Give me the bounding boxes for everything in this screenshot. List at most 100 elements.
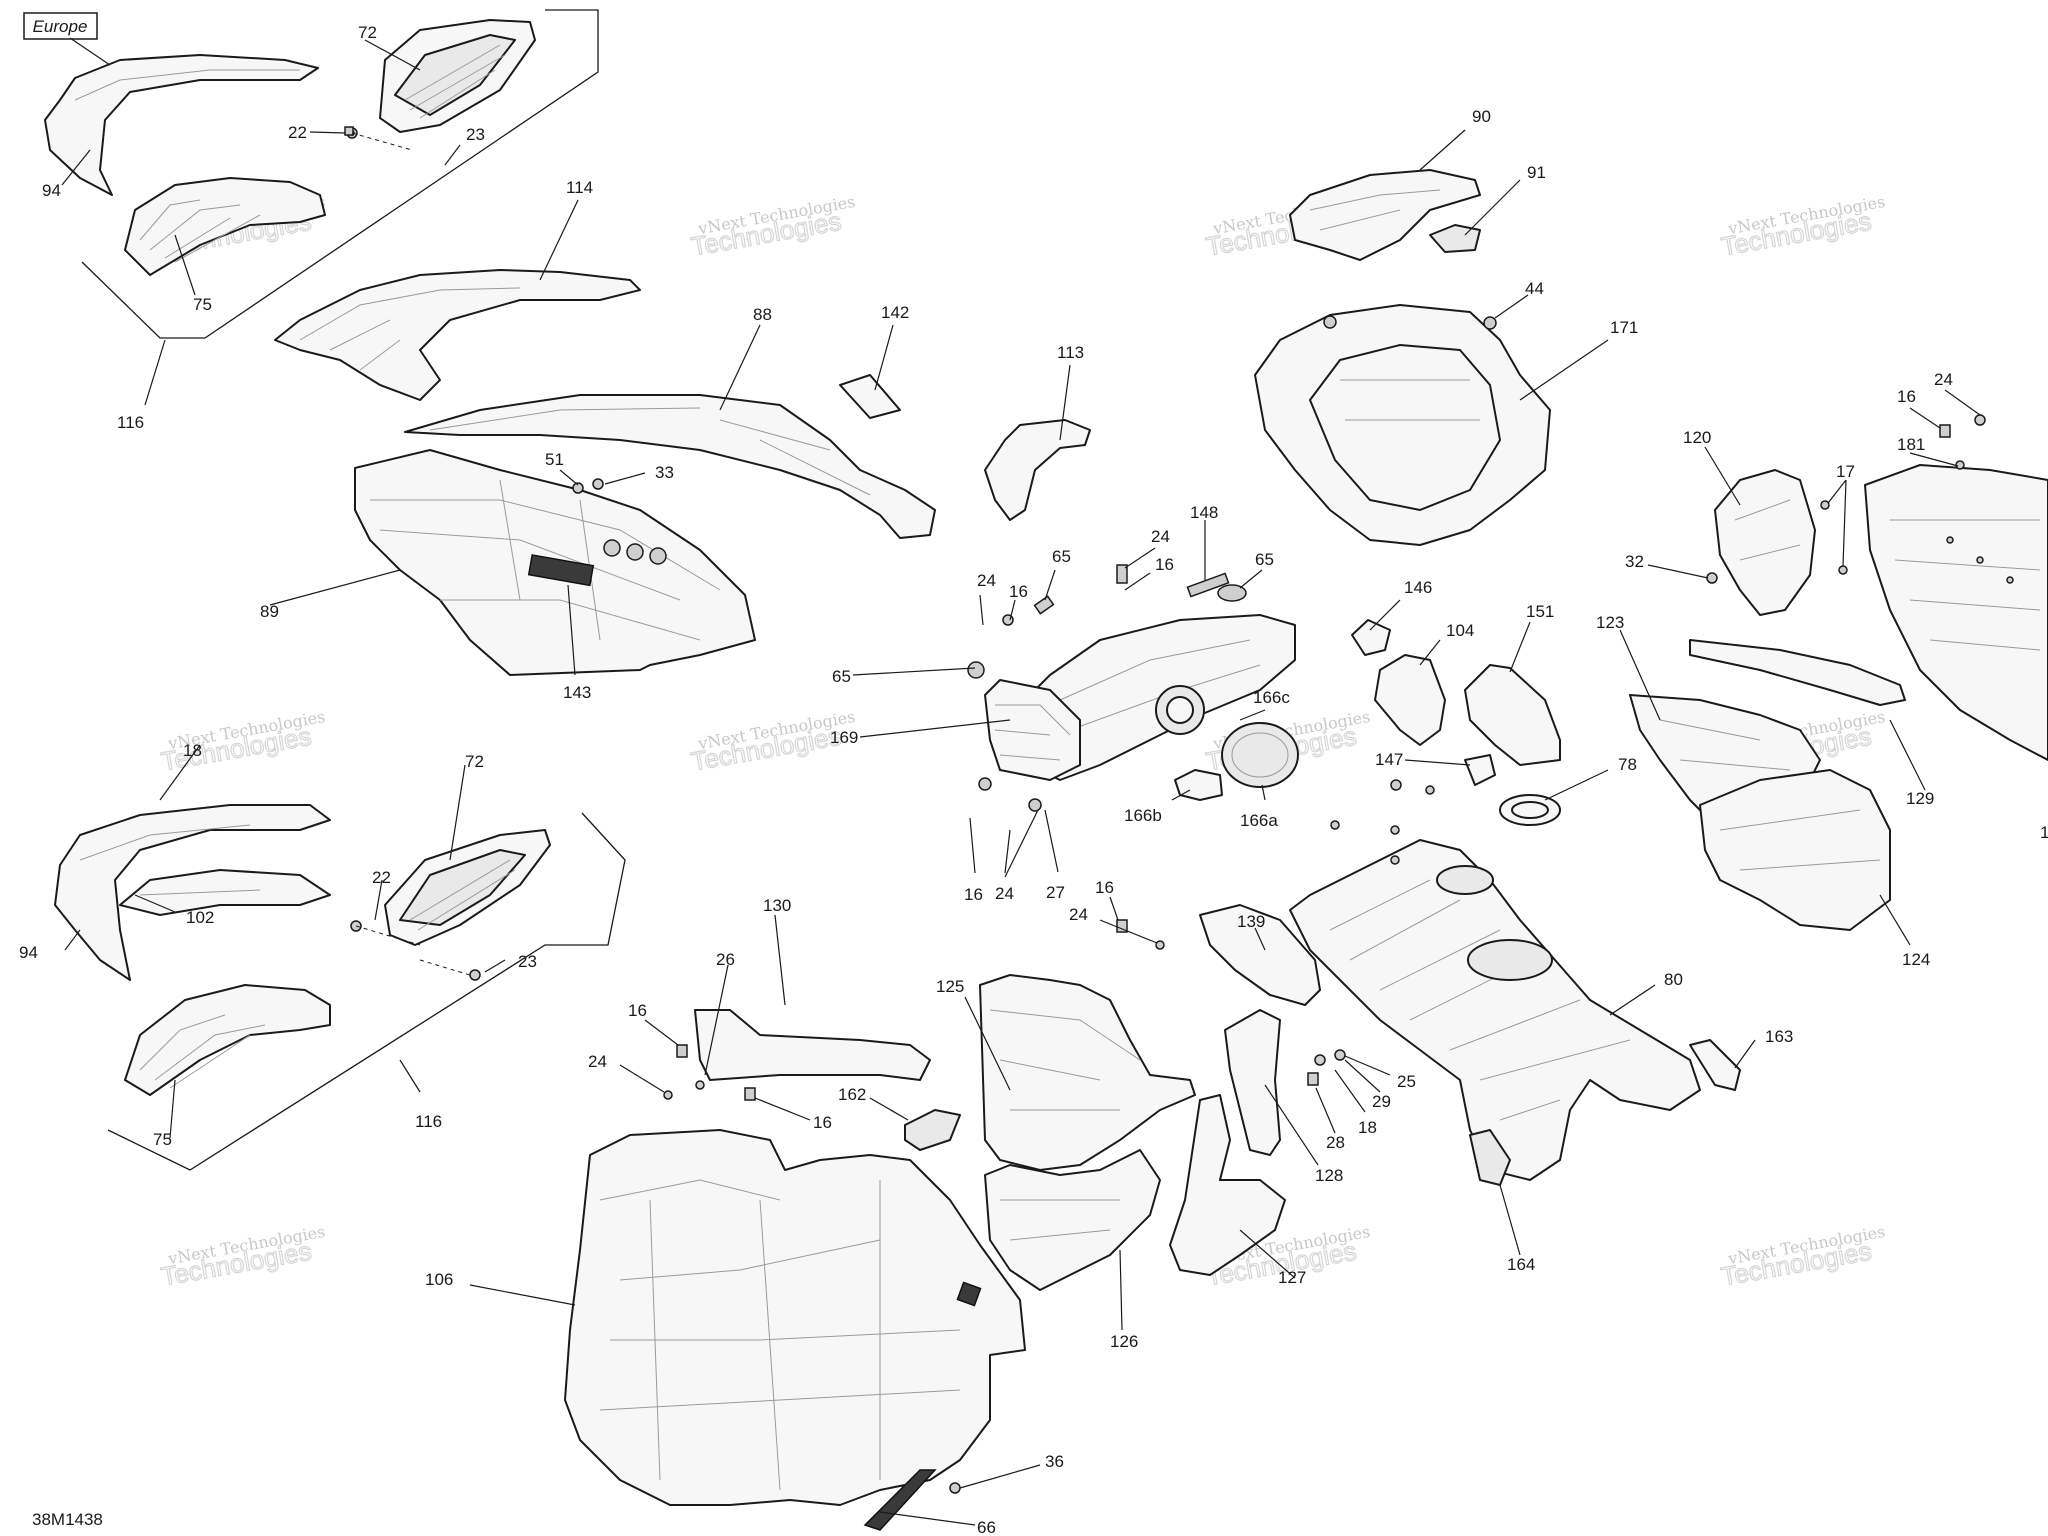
group-bracket-lower xyxy=(107,812,626,1171)
clip-44 xyxy=(1483,316,1497,330)
callout: 128 xyxy=(1315,1166,1343,1185)
callout: 24 xyxy=(977,571,996,590)
callout: 16 xyxy=(1897,387,1916,406)
callout: 113 xyxy=(1057,343,1084,362)
callout: 102 xyxy=(186,908,214,927)
screw-23 xyxy=(469,969,481,981)
clip-32 xyxy=(1706,572,1718,584)
light-lens-72 xyxy=(394,34,516,116)
callout: 166c xyxy=(1253,688,1290,707)
part-164 xyxy=(1469,1129,1511,1186)
callout: 44 xyxy=(1525,279,1544,298)
callout: 171 xyxy=(1610,318,1638,337)
callout: 24 xyxy=(588,1052,607,1071)
screw-24 xyxy=(1116,564,1128,584)
callout: 146 xyxy=(1404,578,1432,597)
large-side-panel-106 xyxy=(564,1129,1026,1506)
upper-left-assembly xyxy=(44,19,536,276)
strip-129 xyxy=(1689,639,1906,706)
callout: 75 xyxy=(193,295,212,314)
callout: 139 xyxy=(1237,912,1265,931)
bracket-151 xyxy=(1464,664,1561,766)
center-console-80 xyxy=(1289,839,1701,1181)
drawing-code: 38M1438 xyxy=(32,1510,103,1529)
callout: 166a xyxy=(1240,811,1278,830)
screw-33 xyxy=(592,478,604,490)
bulb-166b xyxy=(1174,769,1223,801)
callout: 16 xyxy=(1155,555,1174,574)
clip-16 xyxy=(1939,424,1951,438)
callout: 65 xyxy=(1255,550,1274,569)
callout: 106 xyxy=(425,1270,453,1289)
callout: 120 xyxy=(1683,428,1711,447)
grommet-65 xyxy=(1033,595,1055,615)
callout: 23 xyxy=(518,952,537,971)
callout: 72 xyxy=(358,23,377,42)
right-edge-panel xyxy=(1864,464,2048,761)
callout: 88 xyxy=(753,305,772,324)
panel-88 xyxy=(404,394,936,539)
callout: 114 xyxy=(566,178,593,197)
headlight-housing xyxy=(1019,614,1296,781)
callout: 16 xyxy=(964,885,983,904)
callout: 90 xyxy=(1472,107,1491,126)
clip-22 xyxy=(344,126,354,136)
panel-128 xyxy=(1224,1009,1281,1156)
grommet-65 xyxy=(967,661,985,679)
callout: 142 xyxy=(881,303,909,322)
europe-label: Europe xyxy=(33,17,88,36)
callout-labels: 72 22 23 94 75 116 114 88 142 51 33 89 1… xyxy=(19,23,2048,1536)
panel-125 xyxy=(979,974,1196,1171)
watermark: Technologies vNext Technologies xyxy=(688,192,856,262)
callout: 163 xyxy=(1765,1027,1793,1046)
fuel-ring-78 xyxy=(1499,794,1561,826)
callout: 22 xyxy=(372,868,391,887)
callout: 51 xyxy=(545,450,564,469)
callout: 130 xyxy=(763,896,791,915)
inner-panel-114 xyxy=(274,269,641,401)
hardware-group xyxy=(663,414,1986,1101)
watermark: Technologies vNext Technologies xyxy=(1718,1222,1886,1292)
callout: 104 xyxy=(1446,621,1474,640)
spacer-148 xyxy=(1186,572,1230,598)
callout: 27 xyxy=(1046,883,1065,902)
panel-126 xyxy=(984,1149,1161,1291)
callout: 22 xyxy=(288,123,307,142)
callout: 16 xyxy=(813,1113,832,1132)
side-trim-94 xyxy=(44,54,319,196)
leader-lines xyxy=(61,37,1981,1526)
callout: 94 xyxy=(19,943,38,962)
panel-106 xyxy=(564,1129,1026,1506)
clip-16 xyxy=(1116,919,1128,933)
bracket-113 xyxy=(984,419,1091,521)
callout: 17 xyxy=(1836,462,1855,481)
callout: 181 xyxy=(1897,435,1925,454)
trim-102 xyxy=(119,869,331,916)
long-trim-88 xyxy=(404,394,936,539)
callout: 66 xyxy=(977,1518,996,1536)
watermark: Technologies vNext Technologies xyxy=(1718,192,1886,262)
panel-123-124 xyxy=(1629,694,1891,931)
strip-66 xyxy=(863,1469,937,1531)
callout: 32 xyxy=(1625,552,1644,571)
screw-181 xyxy=(1955,460,1965,470)
screw-24 xyxy=(663,1090,673,1100)
callout: 24 xyxy=(1151,527,1170,546)
part-162 xyxy=(904,1109,961,1151)
nut-25 xyxy=(1314,1054,1326,1066)
callout: 33 xyxy=(655,463,674,482)
clip-91 xyxy=(1429,224,1481,253)
callout: 127 xyxy=(1278,1268,1306,1287)
panel-125 xyxy=(979,974,1196,1171)
callout: 65 xyxy=(832,667,851,686)
callout: 24 xyxy=(995,884,1014,903)
callout: 24 xyxy=(1934,370,1953,389)
bezel-171 xyxy=(1254,304,1551,546)
callout: 26 xyxy=(716,950,735,969)
callout: 148 xyxy=(1190,503,1218,522)
lower-left-assembly xyxy=(54,804,551,1096)
callout: 169 xyxy=(830,728,858,747)
callout: 94 xyxy=(42,181,61,200)
headlight-assembly xyxy=(967,564,1299,812)
cover-139 xyxy=(1199,904,1321,1006)
